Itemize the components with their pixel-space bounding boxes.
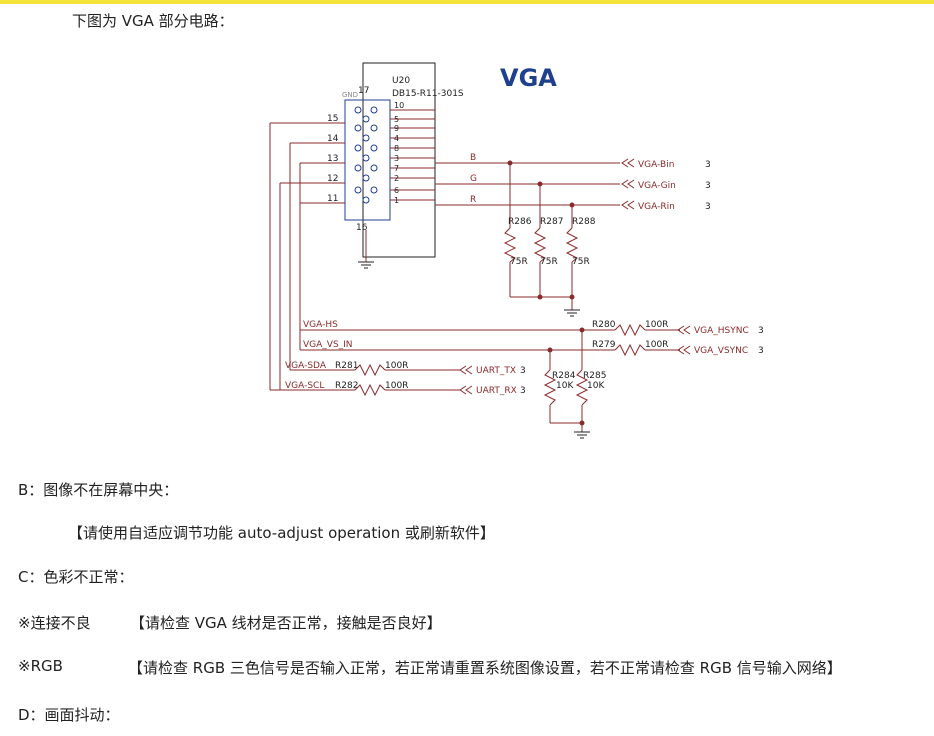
svg-text:3: 3 — [758, 326, 764, 336]
rgb-advice: 【请检查 RGB 三色信号是否输入正常，若正常请重置系统图像设置，若不正常请检查… — [128, 659, 842, 677]
svg-text:75R: 75R — [540, 257, 558, 267]
intro-text: 下图为 VGA 部分电路： — [72, 12, 234, 30]
svg-text:R279: R279 — [592, 340, 616, 350]
rgb-label: ※RGB — [18, 657, 63, 675]
resistor-labels: R286 R287 R288 75R 75R 75R R280 100R R27… — [335, 217, 668, 391]
part-number: DB15-R11-301S — [392, 89, 464, 99]
offpage-arrows — [459, 158, 691, 395]
svg-text:B: B — [470, 153, 476, 163]
svg-text:R285: R285 — [583, 371, 606, 381]
connector-body — [362, 62, 436, 258]
svg-text:G: G — [470, 174, 477, 184]
svg-text:14: 14 — [327, 134, 339, 144]
svg-text:R280: R280 — [592, 320, 616, 330]
svg-text:3: 3 — [705, 202, 711, 212]
svg-text:1: 1 — [394, 196, 399, 205]
svg-text:R288: R288 — [572, 217, 596, 227]
svg-text:VGA-SCL: VGA-SCL — [285, 381, 324, 391]
svg-text:VGA-HS: VGA-HS — [303, 320, 338, 330]
connection-advice: 【请检查 VGA 线材是否正常，接触是否良好】 — [130, 614, 442, 632]
svg-text:75R: 75R — [572, 257, 590, 267]
svg-text:VGA_VSYNC: VGA_VSYNC — [694, 346, 748, 356]
left-pin-numbers: 15 14 13 12 11 — [327, 114, 339, 204]
svg-text:3: 3 — [394, 154, 399, 163]
gnd-tag: GND — [342, 91, 358, 99]
svg-text:VGA-Bin: VGA-Bin — [638, 160, 674, 170]
svg-text:10K: 10K — [556, 381, 574, 391]
svg-text:3: 3 — [705, 181, 711, 191]
section-c-heading: C：色彩不正常： — [18, 568, 134, 586]
svg-text:8: 8 — [394, 144, 399, 153]
svg-text:VGA-Rin: VGA-Rin — [638, 202, 675, 212]
svg-text:VGA-Gin: VGA-Gin — [638, 181, 676, 191]
svg-text:13: 13 — [327, 154, 338, 164]
svg-text:UART_RX: UART_RX — [476, 386, 517, 396]
svg-text:100R: 100R — [645, 320, 668, 330]
dsub-shell — [344, 99, 391, 221]
svg-text:R284: R284 — [552, 371, 576, 381]
svg-text:3: 3 — [705, 160, 711, 170]
svg-text:2: 2 — [394, 174, 399, 183]
svg-text:7: 7 — [394, 164, 399, 173]
section-b-advice: 【请使用自适应调节功能 auto-adjust operation 或刷新软件】 — [68, 524, 495, 542]
ref-designator: U20 — [392, 76, 410, 86]
junction-dots — [507, 160, 585, 426]
svg-text:6: 6 — [394, 186, 399, 195]
svg-text:5: 5 — [394, 115, 399, 124]
svg-text:R: R — [470, 195, 476, 205]
svg-text:R282: R282 — [335, 381, 358, 391]
svg-text:15: 15 — [327, 114, 338, 124]
svg-text:100R: 100R — [645, 340, 668, 350]
svg-text:UART_TX: UART_TX — [476, 366, 516, 376]
svg-text:3: 3 — [758, 346, 764, 356]
svg-text:9: 9 — [394, 124, 399, 133]
svg-text:4: 4 — [394, 134, 399, 143]
svg-text:VGA-SDA: VGA-SDA — [285, 361, 327, 371]
svg-text:R281: R281 — [335, 361, 358, 371]
svg-text:11: 11 — [327, 194, 338, 204]
ground-symbols — [358, 261, 590, 439]
svg-text:3: 3 — [520, 386, 526, 396]
section-b-heading: B：图像不在屏幕中央： — [18, 481, 179, 499]
connection-label: ※连接不良 — [18, 614, 91, 632]
svg-text:12: 12 — [327, 174, 338, 184]
pin-top: 17 — [358, 86, 369, 96]
schematic-title: VGA — [500, 64, 557, 92]
top-accent-bar — [0, 0, 934, 4]
svg-text:100R: 100R — [385, 361, 408, 371]
svg-text:10K: 10K — [587, 381, 605, 391]
pin-bottom: 16 — [356, 223, 368, 233]
svg-text:10: 10 — [394, 101, 404, 110]
net-labels: B G R VGA-Bin VGA-Gin VGA-Rin 3 3 3 VGA-… — [285, 153, 764, 396]
section-d-heading: D：画面抖动： — [18, 706, 120, 724]
svg-text:VGA_HSYNC: VGA_HSYNC — [694, 326, 749, 336]
svg-text:3: 3 — [520, 366, 526, 376]
svg-text:75R: 75R — [510, 257, 528, 267]
svg-text:100R: 100R — [385, 381, 408, 391]
svg-text:VGA_VS_IN: VGA_VS_IN — [303, 340, 353, 350]
vga-schematic: VGA U20 DB15-R11-301S 17 16 GND 15 14 13… — [269, 62, 764, 439]
pin-holes — [354, 106, 378, 204]
mid-pin-numbers: 10 5 9 4 8 3 7 2 6 1 — [394, 101, 404, 205]
svg-text:R287: R287 — [540, 217, 563, 227]
svg-text:R286: R286 — [508, 217, 532, 227]
